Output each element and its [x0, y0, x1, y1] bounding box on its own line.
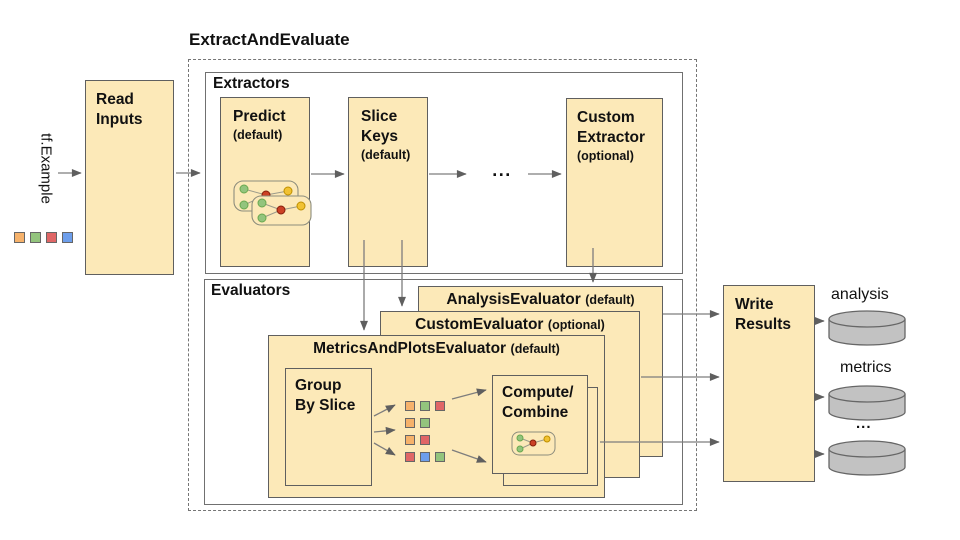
group-by-slice-label: Group By Slice	[295, 377, 356, 414]
analysis-output-label: analysis	[831, 286, 889, 303]
write-results-label: Write Results	[735, 296, 791, 333]
slice-keys-box: Slice Keys (default)	[348, 97, 428, 267]
square-row	[405, 418, 445, 428]
more-database-icon	[828, 440, 906, 476]
custom-extractor-label: Custom Extractor	[577, 109, 646, 146]
red-square	[46, 232, 57, 243]
custom-evaluator-qualifier: (optional)	[547, 318, 605, 332]
extractors-label: Extractors	[213, 75, 290, 92]
model-network-icon	[233, 180, 312, 226]
square-row	[14, 232, 73, 243]
square-row	[405, 435, 445, 445]
predict-qualifier: (default)	[233, 127, 283, 142]
extract-and-evaluate-container	[188, 59, 697, 511]
blue-square	[62, 232, 73, 243]
orange-square	[405, 418, 415, 428]
read-inputs-box: Read Inputs	[85, 80, 174, 275]
slice-keys-qualifier: (default)	[361, 147, 411, 162]
custom-extractor-qualifier: (optional)	[577, 148, 634, 163]
compute-combine-label: Compute/ Combine	[502, 384, 574, 421]
metrics-output-label: metrics	[840, 359, 892, 376]
analysis-evaluator-label: AnalysisEvaluator	[446, 291, 581, 308]
square-row	[405, 401, 445, 411]
green-square	[30, 232, 41, 243]
square-row	[405, 452, 445, 462]
pipeline-title: ExtractAndEvaluate	[189, 30, 350, 49]
custom-extractor-box: Custom Extractor (optional)	[566, 98, 663, 267]
extractors-ellipsis: ...	[492, 160, 512, 180]
orange-square	[405, 435, 415, 445]
slice-groups-grid	[405, 401, 445, 469]
analysis-evaluator-qualifier: (default)	[585, 293, 635, 307]
metrics-and-plots-evaluator-label: MetricsAndPlotsEvaluator	[313, 340, 507, 357]
write-results-box: Write Results	[723, 285, 815, 482]
evaluators-label: Evaluators	[211, 282, 291, 299]
combine-network-icon	[511, 431, 556, 456]
analysis-database-icon	[828, 310, 906, 346]
orange-square	[405, 401, 415, 411]
metrics-database-icon	[828, 385, 906, 421]
orange-square	[14, 232, 25, 243]
slice-keys-label: Slice Keys	[361, 108, 399, 145]
group-by-slice-box: Group By Slice	[285, 368, 372, 486]
input-legend	[14, 232, 73, 250]
custom-evaluator-label: CustomEvaluator	[415, 316, 544, 333]
green-square	[420, 401, 430, 411]
blue-square	[420, 452, 430, 462]
read-inputs-label: Read Inputs	[96, 91, 143, 128]
green-square	[420, 418, 430, 428]
predict-box: Predict (default)	[220, 97, 310, 267]
red-square	[405, 452, 415, 462]
tf-example-label: tf.Example	[37, 133, 55, 204]
green-square	[435, 452, 445, 462]
red-square	[435, 401, 445, 411]
red-square	[420, 435, 430, 445]
predict-label: Predict	[233, 108, 286, 125]
metrics-and-plots-evaluator-qualifier: (default)	[510, 342, 560, 356]
compute-combine-box: Compute/ Combine	[492, 375, 588, 474]
